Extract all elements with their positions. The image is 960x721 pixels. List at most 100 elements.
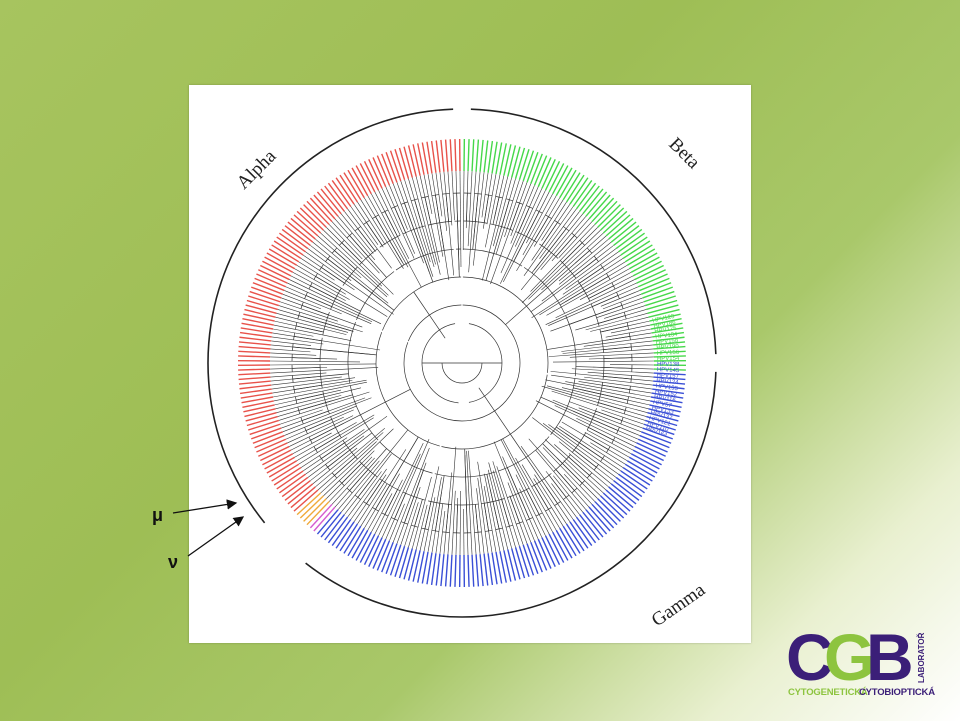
branch-segment [392, 447, 430, 543]
leaf-label-mark [479, 554, 484, 587]
leaf-label-mark [548, 163, 565, 193]
branch-segment [515, 474, 546, 536]
branch-arc [391, 517, 398, 521]
leaf-label-mark [572, 180, 593, 207]
branch-segment [546, 268, 630, 316]
branch-segment [507, 482, 532, 543]
branch-segment [476, 488, 485, 554]
branch-segment [278, 391, 370, 421]
branch-arc [535, 209, 543, 214]
leaf-labels: HPV123HPV186HPV175HPV134HPV158HPV190HPV1… [238, 139, 686, 587]
leaf-label-mark [256, 273, 287, 288]
leaf-label-mark [518, 546, 530, 577]
leaf-label-mark [327, 182, 349, 210]
branch-segment [579, 272, 632, 300]
branch-radial [492, 501, 500, 529]
branch-radial [341, 463, 362, 484]
branch-segment [305, 251, 394, 315]
branch-segment [287, 416, 344, 444]
branch-segment [270, 363, 377, 366]
leaf-label-mark [479, 139, 484, 172]
leaf-label-mark [575, 182, 597, 210]
leaf-label-mark [652, 384, 685, 390]
leaf-label-mark [324, 185, 345, 212]
branch-radial [559, 290, 585, 306]
branch-radial [518, 206, 530, 233]
branch-arc [600, 455, 605, 462]
branch-arc [304, 427, 308, 434]
branch-segment [481, 176, 509, 281]
branch-radial [325, 323, 353, 332]
branch-segment [558, 238, 609, 282]
branch-segment [487, 469, 509, 550]
leaf-label-mark [248, 295, 279, 307]
leaf-label-mark [276, 470, 304, 490]
branch-radial [509, 496, 520, 524]
leaf-label-mark [435, 140, 441, 173]
branch-radial [501, 499, 510, 527]
branch-segment [282, 397, 372, 433]
branch-radial [555, 235, 575, 257]
leaf-label-mark [394, 149, 406, 180]
branch-radial [478, 387, 495, 412]
branch-radial [546, 344, 575, 350]
leaf-label-mark [652, 331, 685, 338]
branch-segment [389, 503, 405, 541]
leaf-label-mark [266, 252, 296, 270]
logo-laborator-text: LABORATOŘ [917, 632, 926, 683]
branch-segment [530, 248, 617, 312]
branch-segment [600, 290, 640, 307]
branch-radial [296, 393, 324, 401]
leaf-label-mark [239, 336, 272, 342]
leaf-label-mark [653, 376, 686, 381]
branch-radial [320, 349, 349, 353]
branch-segment [490, 182, 528, 285]
leaf-label-mark [421, 551, 429, 584]
branch-segment [466, 450, 473, 555]
leaf-label-mark [266, 456, 296, 474]
branch-segment [284, 405, 357, 436]
branch-radial [505, 305, 527, 325]
branch-segment [576, 418, 635, 447]
phylogenetic-tree: HPV123HPV186HPV175HPV134HPV158HPV190HPV1… [207, 108, 717, 631]
leaf-label-mark [262, 449, 292, 466]
leaf-label-mark [249, 423, 281, 436]
branch-segment [350, 468, 387, 520]
branch-segment [523, 206, 574, 276]
leaf-label-mark [299, 207, 324, 231]
branch-segment [535, 449, 587, 510]
leaf-label-mark [537, 538, 552, 569]
branch-segment [602, 293, 642, 310]
branch-radial [533, 216, 549, 241]
leaf-label-mark [246, 415, 278, 427]
branch-radial [424, 501, 432, 529]
branch-segment [439, 510, 446, 554]
branch-radial [367, 448, 387, 470]
leaf-label-mark [647, 412, 679, 422]
branch-radial [413, 291, 430, 316]
branch-segment [568, 453, 609, 488]
leaf-label-mark [634, 264, 664, 281]
branch-radial [349, 235, 369, 257]
branch-segment [331, 221, 380, 274]
clade-label-beta: Beta [664, 134, 704, 174]
branch-segment [500, 190, 546, 284]
branch-segment [271, 336, 324, 345]
leaf-label-mark [296, 492, 322, 516]
leaf-label-mark [533, 540, 548, 571]
branch-arc [428, 500, 452, 505]
leaf-label-mark [620, 236, 648, 256]
leaf-label-mark [389, 544, 402, 576]
branch-radial [475, 193, 479, 222]
branch-radial [483, 195, 489, 223]
branch-radial [540, 396, 567, 409]
leaf-label-mark [640, 431, 672, 444]
branch-arc [308, 282, 313, 290]
leaf-label-mark [511, 146, 521, 178]
branch-radial [456, 193, 458, 222]
leaf-label-mark [555, 167, 573, 197]
branch-radial [366, 222, 383, 246]
leaf-label: HPV152 [654, 389, 678, 398]
leaf-label-mark [626, 248, 656, 266]
branch-segment [569, 352, 654, 358]
